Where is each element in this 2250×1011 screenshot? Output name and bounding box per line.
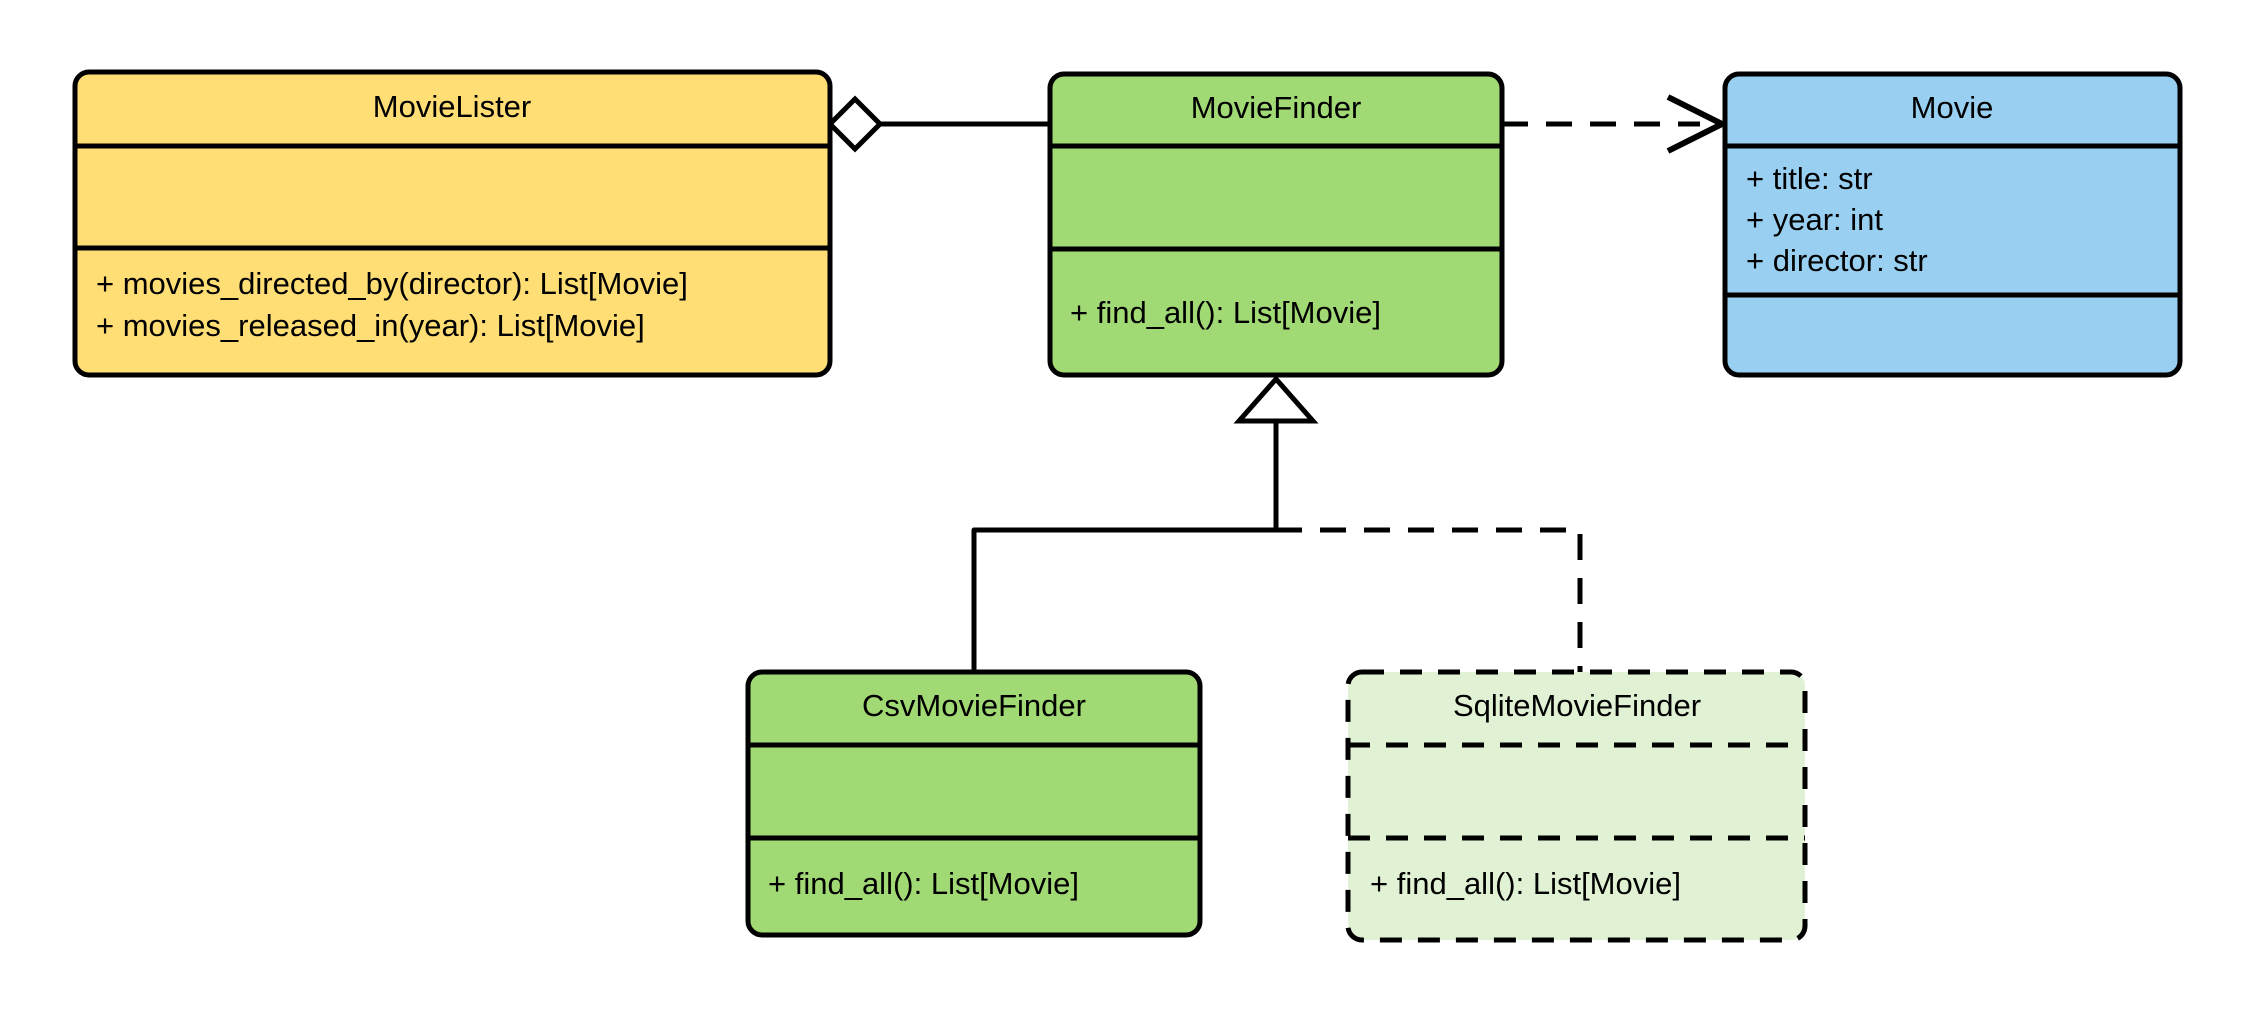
- movielister-class-name: MovieLister: [373, 89, 532, 124]
- inheritance-line-sqlite: [1276, 527, 1583, 672]
- class-box-moviefinder[interactable]: MovieFinder + find_all(): List[Movie]: [1047, 71, 1505, 378]
- movie-frame: [1722, 71, 2183, 378]
- sqlitemoviefinder-frame: [1345, 669, 1808, 943]
- inheritance-line-csv: [971, 527, 1276, 672]
- sqlitemoviefinder-method-0: + find_all(): List[Movie]: [1370, 866, 1681, 901]
- class-box-sqlitemoviefinder[interactable]: SqliteMovieFinder + find_all(): List[Mov…: [1345, 669, 1808, 943]
- open-arrow-icon: [1666, 94, 1729, 154]
- movielister-method-0: + movies_directed_by(director): List[Mov…: [96, 266, 688, 301]
- sqlitemoviefinder-class-name: SqliteMovieFinder: [1453, 688, 1701, 723]
- hollow-triangle-icon: [1233, 375, 1319, 424]
- moviefinder-frame: [1047, 71, 1505, 378]
- csvmoviefinder-class-name: CsvMovieFinder: [862, 688, 1086, 723]
- relationship-inheritance-tree[interactable]: [971, 375, 1583, 672]
- movie-attribute-2: + director: str: [1746, 243, 1928, 278]
- class-box-movielister[interactable]: MovieLister + movies_directed_by(directo…: [72, 69, 833, 378]
- moviefinder-class-name: MovieFinder: [1191, 90, 1362, 125]
- class-box-movie[interactable]: Movie + title: str + year: int + directo…: [1722, 71, 2183, 378]
- moviefinder-method-0: + find_all(): List[Movie]: [1070, 295, 1381, 330]
- csvmoviefinder-frame: [745, 669, 1203, 938]
- movie-attribute-1: + year: int: [1746, 202, 1883, 237]
- movie-attribute-0: + title: str: [1746, 161, 1873, 196]
- movielister-method-1: + movies_released_in(year): List[Movie]: [96, 308, 645, 343]
- csvmoviefinder-method-0: + find_all(): List[Movie]: [768, 866, 1079, 901]
- relationship-dependency-finder-movie[interactable]: [1502, 94, 1729, 154]
- relationship-aggregation-lister-finder[interactable]: [826, 95, 1050, 153]
- movie-class-name: Movie: [1911, 90, 1994, 125]
- hollow-diamond-icon: [826, 95, 884, 153]
- class-box-csvmoviefinder[interactable]: CsvMovieFinder + find_all(): List[Movie]: [745, 669, 1203, 938]
